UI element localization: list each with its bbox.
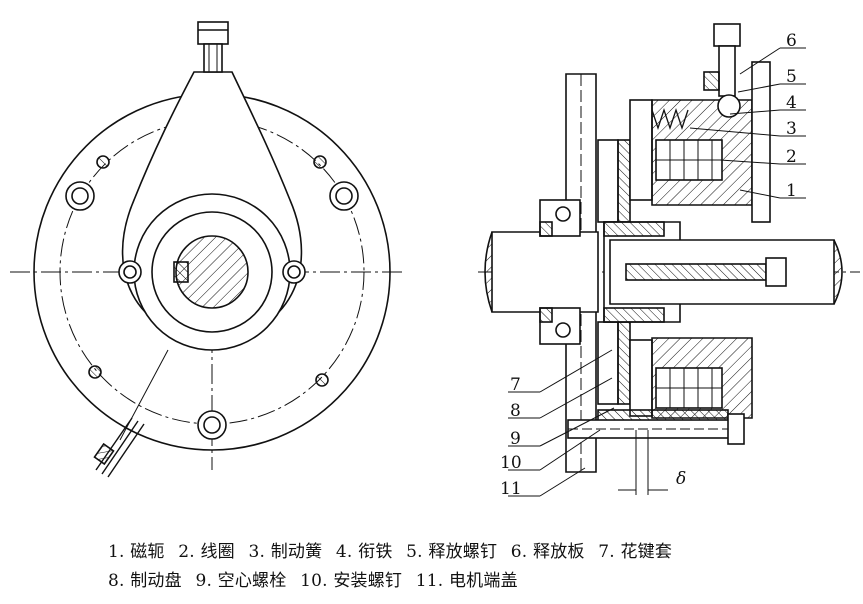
callout-1: 1 bbox=[786, 181, 797, 201]
callout-4: 4 bbox=[786, 93, 797, 113]
brake-drawing: 6 5 4 3 2 1 7 8 9 10 11 δ bbox=[10, 21, 860, 499]
small-screw-2 bbox=[313, 155, 327, 169]
release-bolt-shank bbox=[203, 43, 223, 73]
section-view bbox=[478, 23, 860, 497]
gap-delta-label: δ bbox=[676, 469, 686, 489]
caption-item: 4. 衔铁 bbox=[335, 542, 393, 562]
small-screw-4 bbox=[315, 373, 329, 387]
callout-10: 10 bbox=[500, 453, 522, 473]
caption-item: 5. 释放螺钉 bbox=[406, 542, 498, 562]
caption-item: 11. 电机端盖 bbox=[415, 571, 518, 591]
front-view bbox=[10, 21, 405, 478]
caption-item: 10. 安装螺钉 bbox=[300, 571, 403, 591]
small-screw-3 bbox=[88, 365, 102, 379]
callout-2: 2 bbox=[786, 147, 797, 167]
tie-rod-nut bbox=[765, 257, 787, 287]
armature-top bbox=[629, 99, 653, 201]
release-bolt-head-section bbox=[713, 23, 741, 47]
release-bolt-shank-section bbox=[718, 45, 736, 97]
motor-shaft bbox=[491, 231, 599, 313]
bolt-bottom bbox=[197, 410, 227, 440]
callout-11: 11 bbox=[500, 479, 522, 499]
brake-disc-bottom bbox=[597, 321, 619, 405]
caption-item: 9. 空心螺栓 bbox=[195, 571, 287, 591]
brake-disc-top bbox=[597, 139, 619, 223]
caption-line-2: 8. 制动盘 9. 空心螺栓 10. 安装螺钉 11. 电机端盖 bbox=[108, 566, 526, 591]
caption-item: 3. 制动簧 bbox=[248, 542, 323, 562]
brake-spring bbox=[651, 107, 689, 131]
keyway bbox=[173, 261, 189, 283]
caption-item: 8. 制动盘 bbox=[108, 571, 182, 591]
callout-labels: 6 5 4 3 2 1 7 8 9 10 11 δ bbox=[500, 31, 797, 499]
tie-rod bbox=[625, 263, 767, 281]
callout-9: 9 bbox=[510, 429, 521, 449]
bolt-upper-right bbox=[329, 181, 359, 211]
hub-ring-inner bbox=[151, 211, 273, 333]
caption-item: 1. 磁轭 bbox=[108, 542, 165, 562]
release-plate bbox=[751, 61, 771, 223]
screw-left bbox=[118, 260, 142, 284]
bolt-upper-left bbox=[65, 181, 95, 211]
armature-bottom bbox=[629, 339, 653, 417]
callout-8: 8 bbox=[510, 401, 521, 421]
screw-right bbox=[282, 260, 306, 284]
release-ball bbox=[717, 94, 741, 118]
caption-line-1: 1. 磁轭 2. 线圈 3. 制动簧 4. 衔铁 5. 释放螺钉 6. 释放板 … bbox=[108, 537, 680, 562]
caption-item: 6. 释放板 bbox=[510, 542, 585, 562]
caption-item: 2. 线圈 bbox=[178, 542, 235, 562]
small-screw-1 bbox=[96, 155, 110, 169]
callout-7: 7 bbox=[510, 375, 521, 395]
callout-3: 3 bbox=[786, 119, 797, 139]
cable-leads bbox=[93, 417, 145, 478]
leader-lines bbox=[508, 47, 806, 497]
caption-item: 7. 花键套 bbox=[598, 542, 673, 562]
release-bolt-head bbox=[197, 21, 229, 45]
callout-5: 5 bbox=[786, 67, 797, 87]
callout-6: 6 bbox=[786, 31, 797, 51]
